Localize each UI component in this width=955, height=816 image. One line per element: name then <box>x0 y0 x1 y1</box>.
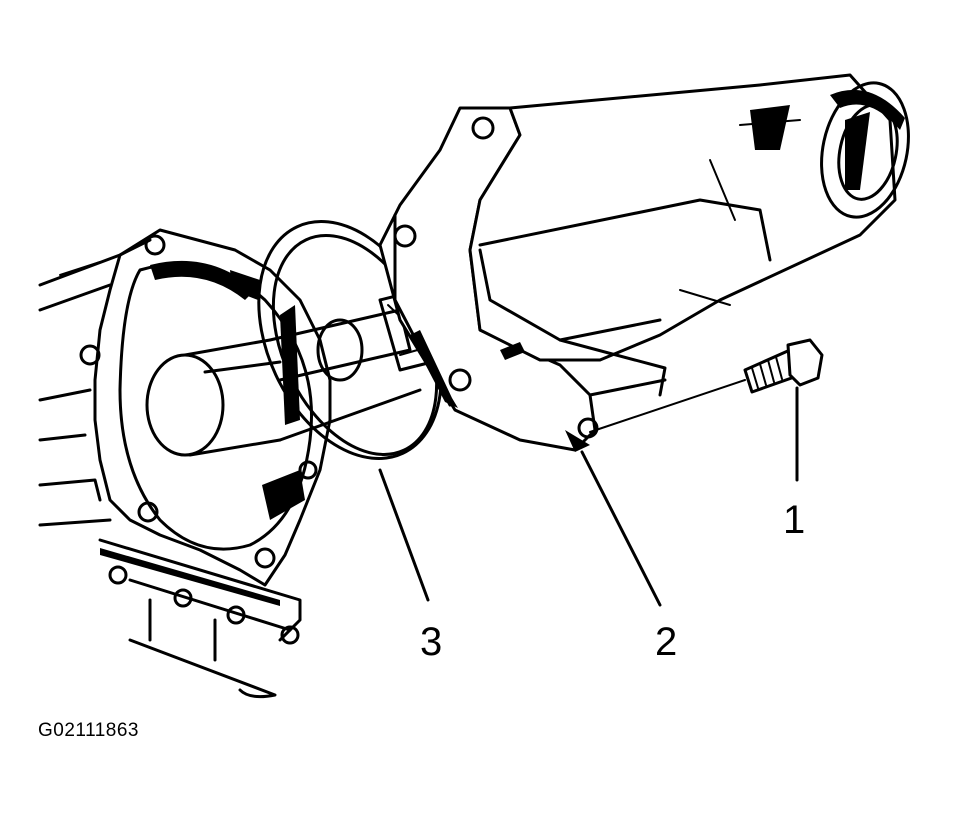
leader-line-2 <box>580 450 662 607</box>
bolt-alignment-line <box>589 379 746 433</box>
bolt <box>743 338 824 394</box>
leader-lines <box>378 379 799 607</box>
callout-2: 2 <box>655 620 678 664</box>
extension-housing <box>378 73 910 452</box>
leader-line-3 <box>378 468 430 602</box>
transmission-case <box>38 228 332 699</box>
figure-code: G02111863 <box>38 720 139 741</box>
callout-1: 1 <box>783 498 806 542</box>
callout-3: 3 <box>420 620 443 664</box>
